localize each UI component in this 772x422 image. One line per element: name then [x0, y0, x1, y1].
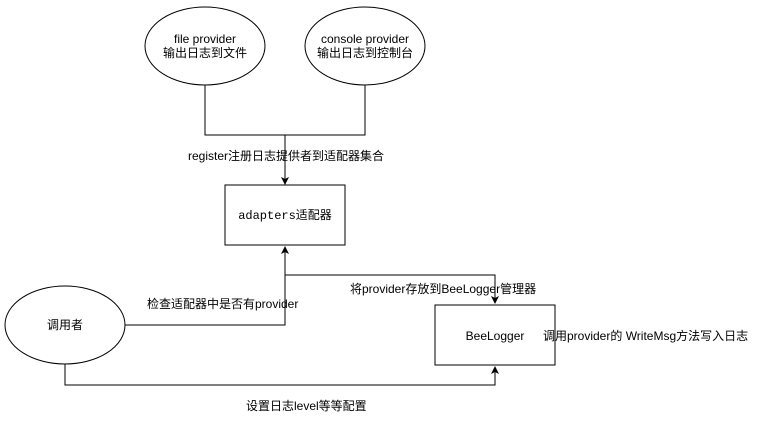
put-provider-edge-label: 将provider存放到BeeLogger管理器: [350, 282, 537, 296]
adapters-label: adapters适配器: [225, 208, 345, 223]
file-provider-label: file provider 输出日志到文件: [145, 32, 265, 60]
adapters-text: 适配器: [295, 208, 332, 222]
check-adapter-edge-label: 检查适配器中是否有provider: [147, 297, 299, 311]
console-provider-label: console provider 输出日志到控制台: [305, 32, 425, 60]
set-level-edge-label: 设置日志level等等配置: [246, 399, 367, 413]
write-msg-label: 调用provider的 WriteMsg方法写入日志: [543, 329, 749, 343]
beelogger-node[interactable]: [434, 304, 556, 366]
edge-caller-check-adapters: [125, 246, 289, 326]
console-provider-desc: 输出日志到控制台: [316, 46, 413, 60]
beelogger-label: BeeLogger: [465, 329, 525, 343]
adapters-node[interactable]: [224, 184, 346, 246]
file-provider-title: file provider: [173, 32, 237, 46]
file-provider-desc: 输出日志到文件: [162, 46, 247, 60]
console-provider-title: console provider: [320, 32, 410, 46]
edge-console-to-adapters: [285, 85, 366, 136]
register-edge-label: register注册日志提供者到适配器集合: [188, 149, 385, 163]
adapters-code: adapters: [238, 209, 296, 223]
edge-caller-to-beelogger: [64, 364, 499, 386]
caller-label: 调用者: [46, 318, 83, 332]
edge-file-to-adapters: [204, 85, 285, 136]
